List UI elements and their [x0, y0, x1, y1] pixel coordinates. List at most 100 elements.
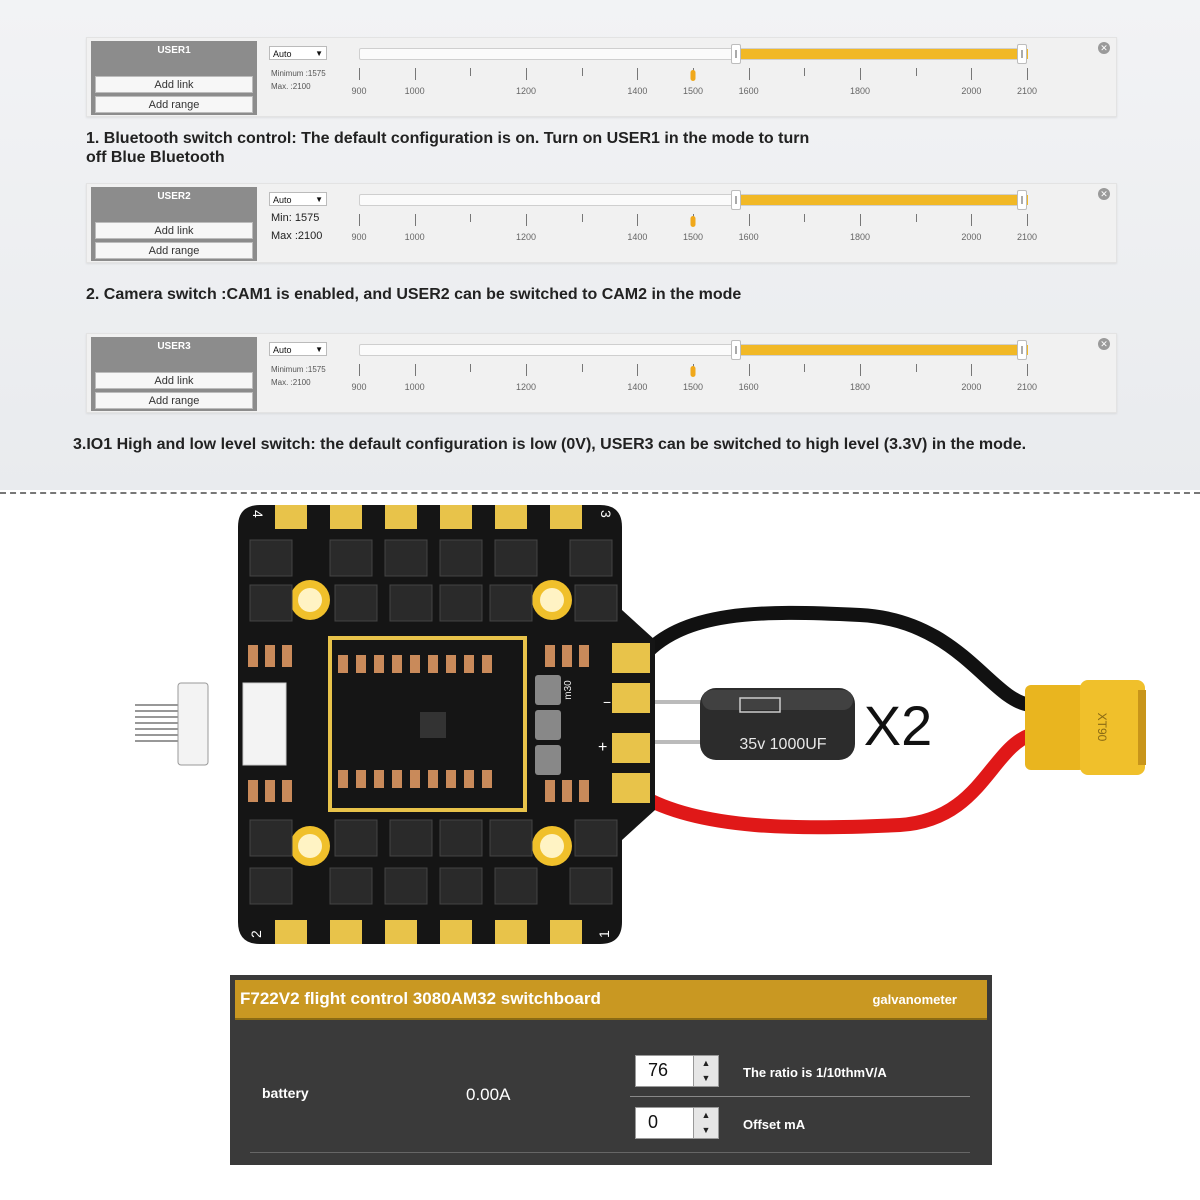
capacitor: 35v 1000UF: [605, 688, 855, 760]
add-link-button[interactable]: Add link: [95, 222, 253, 239]
tick-label: 1500: [682, 232, 704, 242]
caption-2: 2. Camera switch :CAM1 is enabled, and U…: [86, 286, 742, 303]
range-max-handle[interactable]: [1017, 190, 1027, 210]
range-slider[interactable]: [359, 340, 1028, 360]
caption-3: 3.IO1 High and low level switch: the def…: [73, 436, 1027, 453]
tick-label: 900: [351, 86, 367, 96]
tick-label: 2100: [1016, 232, 1038, 242]
range-slider[interactable]: [359, 190, 1028, 210]
range-fill: [735, 49, 1028, 59]
select-value: Auto: [273, 49, 292, 59]
offset-stepper-buttons: ▲ ▼: [693, 1108, 718, 1138]
tick-label: 1500: [682, 382, 704, 392]
min-label: Minimum :1575: [271, 69, 326, 78]
increment-icon[interactable]: ▲: [701, 1110, 711, 1120]
tick-mark: [1027, 214, 1028, 226]
range-slider[interactable]: [359, 44, 1028, 64]
switchboard-illustration: XT90 35v 1000UF X2: [135, 505, 1146, 944]
tick-mark: [748, 68, 750, 80]
range-max-handle[interactable]: [1017, 44, 1027, 64]
tick-mark: [804, 214, 806, 222]
capacitor-label: 35v 1000UF: [739, 736, 826, 753]
ratio-stepper-buttons: ▲ ▼: [693, 1056, 718, 1086]
range-min-handle[interactable]: [730, 340, 741, 360]
mode-select[interactable]: Auto ▼: [269, 342, 327, 356]
range-min-handle[interactable]: [730, 190, 741, 210]
add-link-button[interactable]: Add link: [95, 76, 253, 93]
add-link-button[interactable]: Add link: [95, 372, 253, 389]
corner-label-2: 2: [248, 930, 264, 938]
tick-label: 900: [351, 382, 367, 392]
tick-label: 1400: [627, 382, 648, 392]
xt90-connector: XT90: [1025, 680, 1146, 775]
range-fill: [735, 345, 1028, 355]
corner-label-1: 1: [596, 930, 612, 938]
galvanometer-header: F722V2 flight control 3080AM32 switchboa…: [235, 980, 987, 1020]
chevron-down-icon: ▼: [315, 345, 323, 354]
pcb-board: m30 − + 4 3 2 1: [238, 505, 655, 944]
caption-1: 1. Bluetooth switch control: The default…: [86, 129, 809, 167]
tick-mark: [971, 68, 973, 80]
tick-mark: [470, 214, 472, 222]
dashed-divider: [0, 492, 1200, 494]
decrement-icon[interactable]: ▼: [701, 1073, 711, 1083]
ratio-stepper[interactable]: 76 ▲ ▼: [635, 1055, 719, 1087]
tick-label: 1800: [849, 232, 871, 242]
tick-mark: [581, 214, 583, 222]
current-value-marker: [690, 216, 696, 227]
tick-mark: [860, 364, 861, 376]
tick-mark: [1027, 364, 1028, 376]
tick-mark: [971, 214, 973, 226]
shunt-label-1: m30: [563, 680, 574, 700]
range-min-handle[interactable]: [730, 44, 741, 64]
tick-mark: [915, 364, 917, 372]
tick-mark: [804, 364, 806, 372]
mode-select[interactable]: Auto ▼: [269, 46, 327, 60]
tick-label: 1800: [849, 382, 871, 392]
chevron-down-icon: ▼: [315, 195, 323, 204]
mode-side: USER2 Add link Add range: [91, 187, 257, 261]
select-value: Auto: [273, 195, 292, 205]
tick-label: 1600: [738, 382, 759, 392]
tick-mark: [971, 364, 973, 376]
mode-name: USER2: [157, 191, 191, 202]
tick-mark: [581, 68, 583, 76]
add-range-button[interactable]: Add range: [95, 96, 253, 113]
chevron-down-icon: ▼: [315, 49, 323, 58]
tick-mark: [860, 214, 861, 226]
tick-label: 1200: [515, 86, 537, 96]
tick-mark: [526, 214, 527, 226]
corner-label-4: 4: [250, 510, 266, 518]
close-icon[interactable]: ✕: [1098, 42, 1110, 54]
galvanometer-label: galvanometer: [872, 992, 957, 1007]
tick-mark: [470, 364, 472, 372]
add-range-button[interactable]: Add range: [95, 242, 253, 259]
mode-panel-user3: USER3 Add link Add range Auto▼ Minimum :…: [86, 333, 1117, 413]
select-value: Auto: [273, 345, 292, 355]
decrement-icon[interactable]: ▼: [701, 1125, 711, 1135]
tick-mark: [414, 364, 416, 376]
increment-icon[interactable]: ▲: [701, 1058, 711, 1068]
add-range-button[interactable]: Add range: [95, 392, 253, 409]
offset-label: Offset mA: [743, 1117, 806, 1132]
max-label: Max :2100: [271, 230, 323, 242]
tick-label: 900: [351, 232, 367, 242]
offset-stepper[interactable]: 0 ▲ ▼: [635, 1107, 719, 1139]
mode-select[interactable]: Auto ▼: [269, 192, 327, 206]
close-icon[interactable]: ✕: [1098, 188, 1110, 200]
tick-mark: [359, 68, 360, 80]
tick-label: 1200: [515, 382, 537, 392]
mode-panel-user1: USER1 Add link Add range Auto▼ Minimum :…: [86, 37, 1117, 117]
tick-mark: [804, 68, 806, 76]
close-icon[interactable]: ✕: [1098, 338, 1110, 350]
tick-label: 2100: [1016, 382, 1038, 392]
tick-label: 1200: [515, 232, 537, 242]
tick-mark: [637, 364, 639, 376]
tick-label: 1600: [738, 86, 759, 96]
tick-mark: [860, 68, 861, 80]
tick-mark: [359, 214, 360, 226]
tick-label: 2100: [1016, 86, 1038, 96]
range-max-handle[interactable]: [1017, 340, 1027, 360]
min-label: Min: 1575: [271, 212, 320, 224]
